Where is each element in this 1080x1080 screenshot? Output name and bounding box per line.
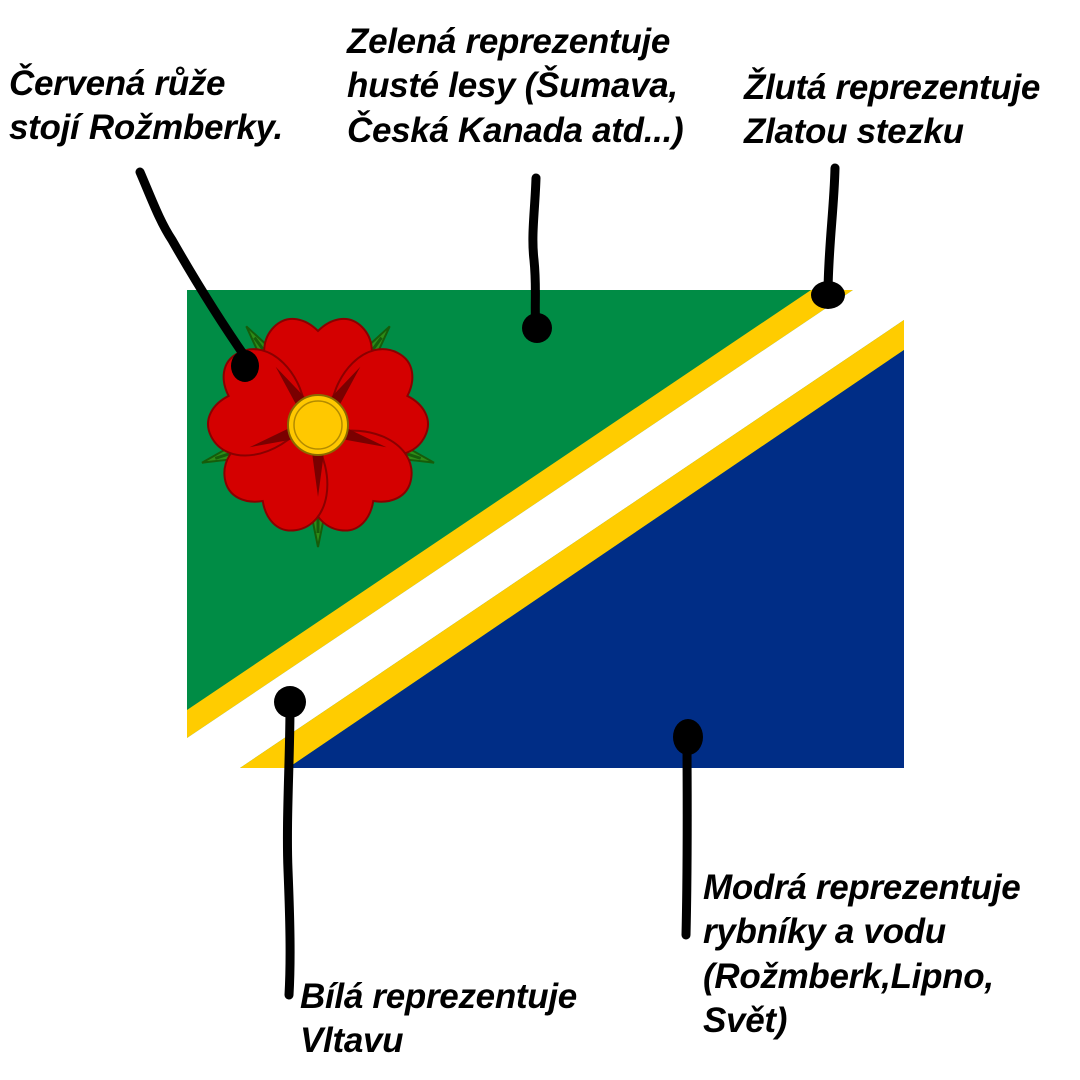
label-yellow-line-1: Žlutá reprezentuje: [744, 68, 1041, 107]
label-red-rose: Červená růže stojí Rožmberky.: [9, 62, 283, 151]
pointer-yellow-line: [823, 163, 840, 300]
pointer-dots: [231, 281, 845, 755]
rose-center-ring: [293, 400, 343, 450]
label-red-rose-line-1: Červená růže: [9, 64, 226, 103]
label-green-line-2: husté lesy (Šumava,: [347, 66, 678, 106]
pointer-blue-line: [681, 732, 692, 940]
label-blue-line-1: Modrá reprezentuje: [703, 868, 1021, 907]
pointer-red-dot: [231, 350, 259, 382]
rose-center: [287, 394, 349, 456]
label-white: Bílá reprezentuje Vltavu: [300, 975, 577, 1064]
label-yellow: Žlutá reprezentuje Zlatou stezku: [744, 66, 1040, 155]
pointer-lines: [135, 163, 840, 1000]
label-green-line-3: Česká Kanada atd...): [347, 110, 684, 150]
flag: [187, 290, 904, 768]
pointer-blue-dot: [673, 719, 703, 755]
label-white-line-1: Bílá reprezentuje: [300, 977, 577, 1016]
rose-emblem: [201, 317, 435, 548]
flag-blue-field: [288, 350, 904, 768]
label-blue-line-2: rybníky a vodu: [703, 912, 946, 952]
pointer-green-dot: [522, 313, 552, 343]
rose-barb: [311, 445, 325, 497]
label-blue-line-3: (Rožmberk,Lipno,: [703, 956, 994, 996]
flag-yellow-lower-stripe: [240, 320, 904, 768]
pointer-yellow-dot: [811, 281, 845, 309]
pointer-white-dot: [274, 686, 306, 718]
pointer-red-line: [135, 167, 251, 363]
label-yellow-line-2: Zlatou stezku: [744, 112, 964, 152]
flag-white-band: [187, 290, 904, 768]
label-green: Zelená reprezentuje husté lesy (Šumava, …: [347, 20, 684, 153]
pointer-green-line: [528, 173, 541, 333]
label-green-line-1: Zelená reprezentuje: [347, 22, 671, 61]
label-red-rose-line-2: stojí Rožmberky.: [9, 108, 283, 148]
label-blue: Modrá reprezentuje rybníky a vodu (Rožmb…: [703, 866, 1021, 1044]
label-blue-line-4: Svět): [703, 1001, 788, 1041]
label-white-line-2: Vltavu: [300, 1021, 404, 1061]
pointer-white-line: [282, 700, 295, 1000]
